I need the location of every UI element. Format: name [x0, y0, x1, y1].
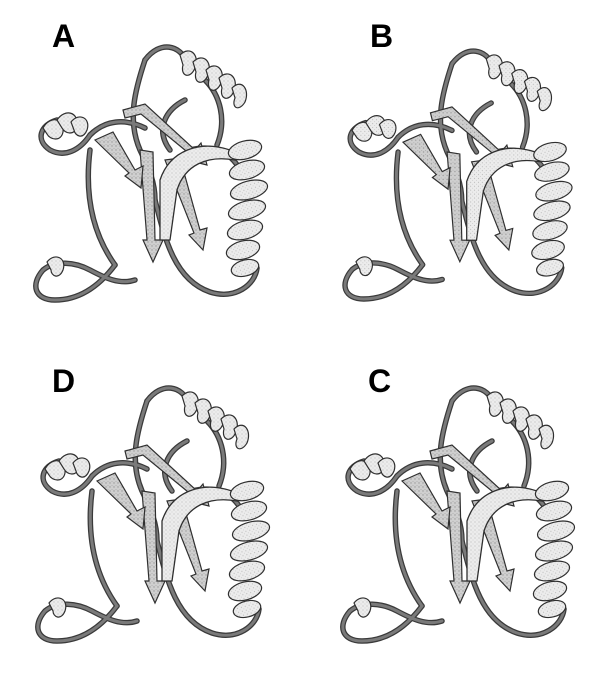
panel-label-b: B [370, 20, 393, 52]
panel-a: A [0, 0, 300, 338]
panel-c: C [300, 339, 600, 677]
panel-label-a: A [52, 20, 75, 52]
panel-label-c: C [368, 365, 391, 397]
ribbon-structure-d [0, 339, 300, 677]
panel-label-d: D [52, 365, 75, 397]
ribbon-structure-a [0, 0, 300, 338]
ribbon-structure-b [300, 0, 600, 338]
panel-b: B [300, 0, 600, 338]
ribbon-structure-c [300, 339, 600, 677]
panel-d: D [0, 339, 300, 677]
